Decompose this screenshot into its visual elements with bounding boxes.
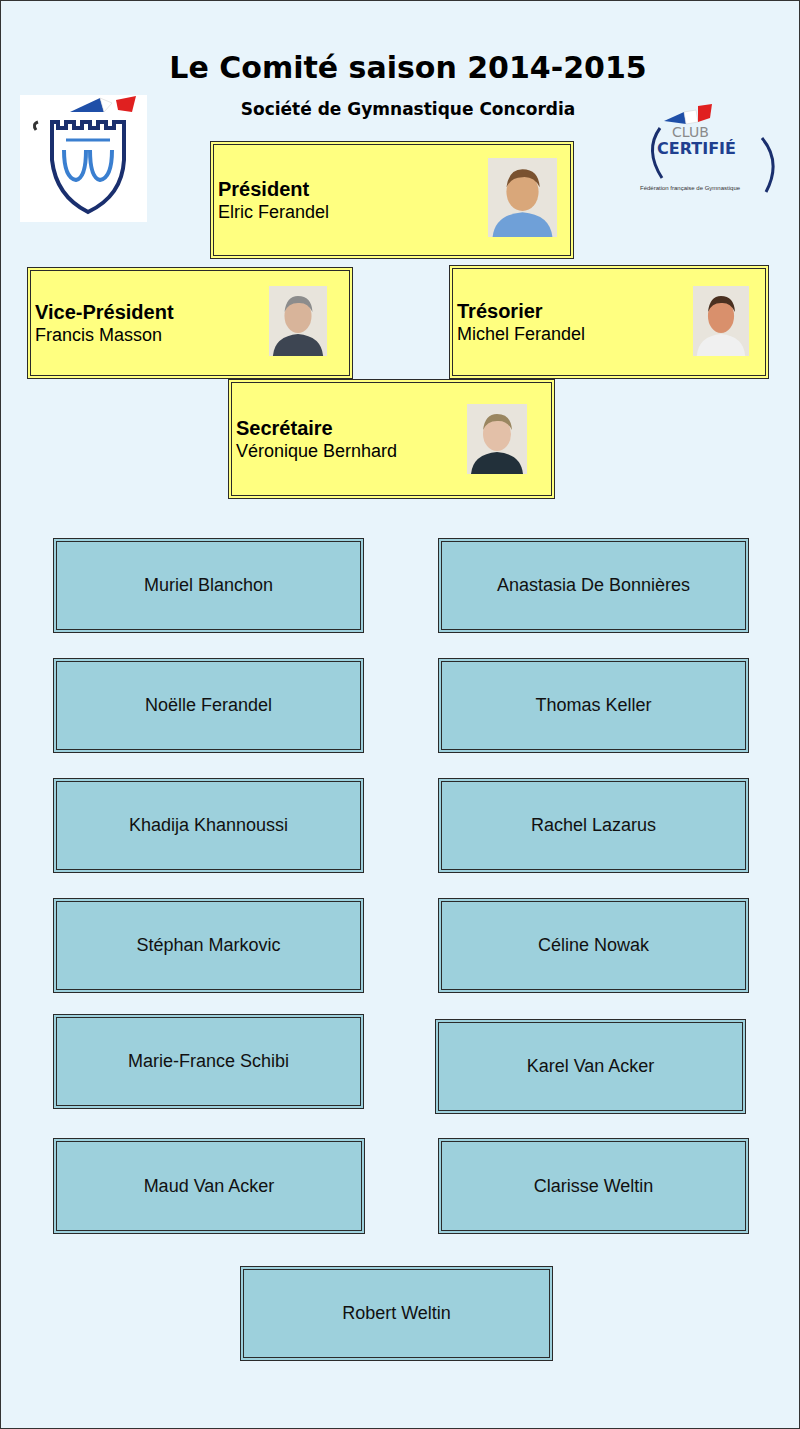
member-name: Khadija Khannoussi bbox=[129, 815, 288, 836]
member-photo bbox=[467, 404, 527, 474]
member-box: Rachel Lazarus bbox=[438, 778, 749, 873]
officer-text: Vice-PrésidentFrancis Masson bbox=[35, 268, 174, 378]
page-title: Le Comité saison 2014-2015 bbox=[0, 50, 800, 85]
member-box: Maud Van Acker bbox=[53, 1138, 365, 1234]
member-photo bbox=[488, 158, 557, 237]
role-title: Secrétaire bbox=[236, 416, 397, 440]
person-name: Véronique Bernhard bbox=[236, 440, 397, 462]
member-box: Marie-France Schibi bbox=[53, 1014, 364, 1109]
person-name: Michel Ferandel bbox=[457, 323, 585, 345]
member-name: Stéphan Markovic bbox=[136, 935, 280, 956]
member-name: Céline Nowak bbox=[538, 935, 649, 956]
member-name: Muriel Blanchon bbox=[144, 575, 273, 596]
role-title: Président bbox=[218, 177, 329, 201]
officer-box: SecrétaireVéronique Bernhard bbox=[228, 379, 555, 499]
officer-box: TrésorierMichel Ferandel bbox=[449, 265, 769, 379]
member-name: Karel Van Acker bbox=[527, 1056, 655, 1077]
member-box: Anastasia De Bonnières bbox=[438, 538, 749, 633]
person-name: Francis Masson bbox=[35, 324, 174, 346]
member-name: Marie-France Schibi bbox=[128, 1051, 289, 1072]
officer-text: PrésidentElric Ferandel bbox=[218, 142, 329, 258]
member-box: Clarisse Weltin bbox=[438, 1138, 749, 1234]
member-box: Muriel Blanchon bbox=[53, 538, 364, 633]
logo-caption: Fédération française de Gymnastique bbox=[640, 185, 740, 191]
city-logo bbox=[34, 96, 136, 212]
member-box: Stéphan Markovic bbox=[53, 898, 364, 993]
officer-box: Vice-PrésidentFrancis Masson bbox=[27, 267, 353, 379]
member-name: Robert Weltin bbox=[342, 1303, 451, 1324]
member-photo bbox=[693, 286, 749, 356]
city-logo-ground bbox=[20, 95, 147, 222]
member-name: Maud Van Acker bbox=[144, 1176, 275, 1197]
subtitle: Société de Gymnastique Concordia bbox=[0, 99, 800, 119]
role-title: Vice-Président bbox=[35, 300, 174, 324]
member-box: Céline Nowak bbox=[438, 898, 749, 993]
member-name: Anastasia De Bonnières bbox=[497, 575, 690, 596]
person-name: Elric Ferandel bbox=[218, 201, 329, 223]
member-name: Thomas Keller bbox=[535, 695, 651, 716]
logo-word: CERTIFIÉ bbox=[657, 139, 736, 158]
member-name: Rachel Lazarus bbox=[531, 815, 656, 836]
logo-word: CLUB bbox=[672, 124, 709, 140]
member-photo bbox=[269, 286, 327, 356]
member-box: Khadija Khannoussi bbox=[53, 778, 364, 873]
officer-text: SecrétaireVéronique Bernhard bbox=[236, 380, 397, 498]
member-box: Noëlle Ferandel bbox=[53, 658, 364, 753]
role-title: Trésorier bbox=[457, 299, 585, 323]
member-box: Thomas Keller bbox=[438, 658, 749, 753]
officer-text: TrésorierMichel Ferandel bbox=[457, 266, 585, 378]
member-box: Karel Van Acker bbox=[435, 1019, 746, 1114]
certified-logo bbox=[652, 104, 773, 192]
member-name: Noëlle Ferandel bbox=[145, 695, 272, 716]
officer-box: PrésidentElric Ferandel bbox=[210, 141, 574, 259]
member-box: Robert Weltin bbox=[240, 1266, 553, 1361]
member-name: Clarisse Weltin bbox=[534, 1176, 654, 1197]
